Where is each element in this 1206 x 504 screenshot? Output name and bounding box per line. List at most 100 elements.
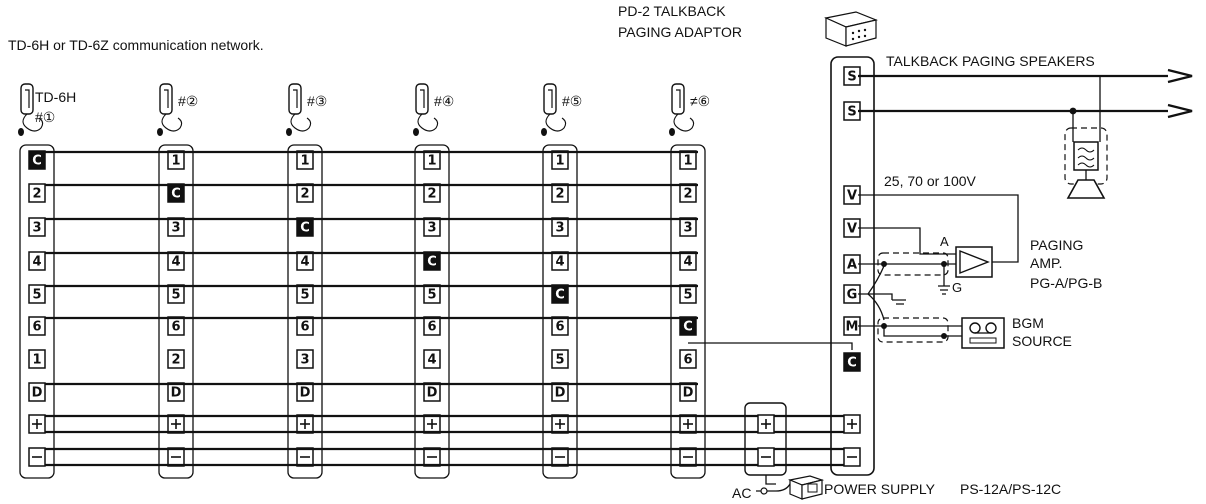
station-1-terminal-8: D	[28, 382, 46, 402]
station-2-terminal-1-label: 1	[171, 154, 180, 169]
speaker-lines	[858, 68, 1193, 142]
station-2-terminal-1: 1	[167, 150, 185, 170]
station-5-terminal-2: 2	[551, 183, 569, 203]
speakers-label: TALKBACK PAGING SPEAKERS	[886, 53, 1095, 69]
adaptor-terminal-v-3-label: V	[847, 189, 857, 204]
paging-amp-icon	[955, 246, 993, 278]
station-4-terminal-2: 2	[423, 183, 441, 203]
amp-label-model: PG-A/PG-B	[1030, 275, 1102, 291]
handset-number: #⑤	[562, 93, 582, 109]
amp-input-label: A	[940, 234, 949, 249]
station-5-terminal-6-label: 6	[555, 320, 564, 335]
station-5-terminal-strip	[542, 144, 578, 479]
station-5-terminal-4-label: 4	[555, 255, 564, 270]
station-4-terminal-4-label: C	[427, 255, 437, 270]
handset-icon	[669, 83, 695, 136]
station-4-terminal-strip	[414, 144, 450, 479]
amp-label-line2: AMP.	[1030, 255, 1062, 271]
station-1-terminal-4: 4	[28, 251, 46, 271]
station-4-terminal-8-label: D	[427, 386, 438, 401]
station-1-terminal-8-label: D	[32, 386, 43, 401]
station-4-terminal-7: 4	[423, 349, 441, 369]
station-5-terminal-3: 3	[551, 217, 569, 237]
station-1-terminal-7: 1	[28, 349, 46, 369]
adaptor-terminal-c-8-label: C	[847, 356, 857, 371]
adaptor-terminal-s-2-label: S	[847, 105, 856, 120]
handset-number: ≠⑥	[690, 93, 710, 109]
bgm-source-icon	[961, 317, 1005, 349]
station-5-terminal-8: D	[551, 382, 569, 402]
station-5-terminal-10-label: −	[555, 451, 566, 466]
station-1-terminal-3-label: 3	[32, 221, 41, 236]
station-3-terminal-9: +	[296, 414, 314, 434]
station-2-terminal-strip	[158, 144, 194, 479]
station-5-terminal-9: +	[551, 414, 569, 434]
station-2-terminal-8: D	[167, 382, 185, 402]
adaptor-terminal-c-8: C	[843, 352, 861, 372]
bgm-label-line2: SOURCE	[1012, 333, 1072, 349]
station-6-terminal-2: 2	[679, 183, 697, 203]
station-4-terminal-1-label: 1	[427, 154, 436, 169]
power-supply-terminals: +−	[757, 414, 775, 467]
station-2-terminal-6-label: 6	[171, 320, 180, 335]
station-5-terminal-1: 1	[551, 150, 569, 170]
adaptor-label-line2: PAGING ADAPTOR	[618, 24, 742, 40]
station-1-terminal-5: 5	[28, 284, 46, 304]
station-4-terminal-8: D	[423, 382, 441, 402]
station-1-terminal-1: C	[28, 150, 46, 170]
power-supply-terminal-1: +	[757, 414, 775, 434]
station-2-terminal-7-label: 2	[171, 353, 180, 368]
station-4-terminal-5: 5	[423, 284, 441, 304]
handset-4: #④	[413, 83, 454, 136]
paging-adaptor-icon	[824, 11, 878, 47]
station-3-terminal-7-label: 3	[300, 353, 309, 368]
station-3-terminal-6-label: 6	[300, 320, 309, 335]
station-1-terminal-7-label: 1	[32, 353, 41, 368]
station-6-terminal-3: 3	[679, 217, 697, 237]
station-6-terminal-5-label: 5	[683, 288, 692, 303]
amp-wiring	[858, 194, 1019, 343]
station-1-terminal-5-label: 5	[32, 288, 41, 303]
handset-icon	[157, 83, 183, 136]
station-6-terminal-2-label: 2	[683, 187, 692, 202]
station-4-terminal-3: 3	[423, 217, 441, 237]
adaptor-label-line1: PD-2 TALKBACK	[618, 3, 726, 19]
station-1-terminal-9: +	[28, 414, 46, 434]
station-6-terminal-5: 5	[679, 284, 697, 304]
station-4-terminal-6: 6	[423, 316, 441, 336]
station-6-terminal-strip	[670, 144, 706, 479]
station-4-terminal-10-label: −	[427, 451, 438, 466]
station-2-terminal-6: 6	[167, 316, 185, 336]
handset-number: #③	[307, 93, 327, 109]
station-4-terminal-5-label: 5	[427, 288, 436, 303]
station-4-terminal-6-label: 6	[427, 320, 436, 335]
station-6-terminal-8: D	[679, 382, 697, 402]
station-group: C234561D+−1C34562D+−12C4563D+−123C564D+−…	[19, 144, 706, 479]
station-6-terminal-1: 1	[679, 150, 697, 170]
station-3-terminal-4: 4	[296, 251, 314, 271]
station-6-terminal-6-label: C	[683, 320, 693, 335]
adaptor-terminal-plus-9: +	[843, 414, 861, 434]
ac-label: AC	[732, 485, 751, 501]
station-4-terminal-2-label: 2	[427, 187, 436, 202]
station-5-terminal-5-label: C	[555, 288, 565, 303]
station-2-terminal-5: 5	[167, 284, 185, 304]
adaptor-terminal-v-4-label: V	[847, 222, 857, 237]
handset-1: TD-6H#①	[18, 83, 76, 136]
station-6-terminal-4-label: 4	[683, 255, 692, 270]
station-6-terminal-7-label: 6	[683, 353, 692, 368]
handset-icon	[541, 83, 567, 136]
station-6-terminal-7: 6	[679, 349, 697, 369]
handset-icon	[286, 83, 312, 136]
adaptor-terminal-g-6: G	[843, 284, 861, 304]
adaptor-terminal-m-7-label: M	[846, 320, 859, 335]
speaker-icon	[1064, 127, 1108, 199]
station-1-terminal-6: 6	[28, 316, 46, 336]
handset-icon	[18, 83, 44, 136]
station-6-terminal-10-label: −	[683, 451, 694, 466]
station-3-terminal-3: C	[296, 217, 314, 237]
station-1-terminal-1-label: C	[32, 154, 42, 169]
handset-number: #④	[434, 93, 454, 109]
handset-model: TD-6H	[35, 89, 76, 105]
station-3-terminal-7: 3	[296, 349, 314, 369]
